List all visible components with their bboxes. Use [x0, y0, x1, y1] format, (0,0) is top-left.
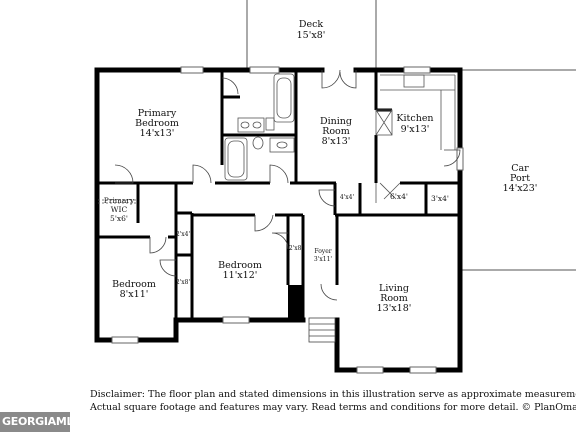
fireplace-block	[288, 285, 304, 320]
disclaimer-line-2: Actual square footage and features may v…	[90, 401, 576, 413]
closet-2x8-left-dims: 2'x8'	[176, 279, 191, 286]
bedroom-8x11-dims: 8'x11'	[120, 289, 149, 300]
deck-outline	[246, 0, 377, 70]
georgia-mls-logo: GEORGIAMLS	[0, 412, 70, 432]
kitchen-name: Kitchen	[396, 113, 433, 124]
living-room-name1: Living	[379, 283, 409, 294]
disclaimer-text: Disclaimer: The floor plan and stated di…	[90, 389, 576, 414]
living-room-name2: Room	[380, 293, 408, 304]
car-port-name2: Port	[510, 173, 530, 184]
primary-bedroom-name1: Primary	[138, 108, 177, 119]
bedroom-11x12-dims: 11'x12'	[223, 270, 258, 281]
interior-walls	[97, 70, 460, 340]
car-port-name1: Car	[511, 163, 529, 174]
dining-room-name1: Dining	[320, 116, 352, 127]
closet-4x4-dims: 4'x4'	[340, 194, 355, 201]
closet-2x4-dims: 2'x4'	[176, 231, 191, 238]
foyer-name: Foyer	[314, 248, 331, 255]
primary-wic-dims: 5'x6'	[110, 214, 128, 223]
primary-wic-name1: Primary	[104, 196, 135, 205]
primary-bedroom-dims: 14'x13'	[140, 128, 175, 139]
foyer-dims: 3'x11'	[314, 256, 332, 263]
pantry-6x4-dims: 6'x4'	[390, 192, 408, 201]
fixtures	[98, 73, 456, 204]
dining-room-name2: Room	[322, 126, 350, 137]
deck-dims: 15'x8'	[297, 30, 326, 41]
closet-3x4-dims: 3'x4'	[431, 194, 449, 203]
doors	[114, 69, 461, 301]
bedroom-11x12-name: Bedroom	[218, 260, 262, 271]
car-port-outline	[462, 69, 576, 271]
primary-bedroom-name2: Bedroom	[135, 118, 179, 129]
deck-name: Deck	[299, 19, 324, 30]
bedroom-8x11-name: Bedroom	[112, 279, 156, 290]
disclaimer-line-1: Disclaimer: The floor plan and stated di…	[90, 389, 576, 400]
kitchen-dims: 9'x13'	[401, 124, 430, 135]
living-room-dims: 13'x18'	[377, 303, 412, 314]
entry-steps	[308, 317, 336, 343]
room-labels: Deck 15'x8' Primary Bedroom 14'x13' Dini…	[104, 19, 538, 314]
closet-2x8-right-dims: 2'x8'	[289, 245, 304, 252]
primary-wic-name2: WIC	[111, 205, 128, 214]
dining-room-dims: 8'x13'	[322, 136, 351, 147]
car-port-dims: 14'x23'	[503, 183, 538, 194]
